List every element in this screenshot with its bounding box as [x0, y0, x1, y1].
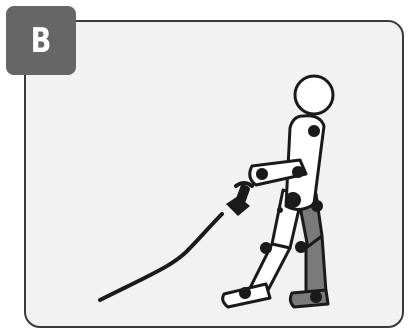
joint-marker — [308, 125, 320, 137]
section-badge: B — [6, 6, 76, 75]
badge-letter: B — [31, 24, 52, 58]
joint-marker — [277, 207, 283, 213]
joint-marker — [311, 200, 323, 212]
nozzle-icon — [226, 183, 252, 216]
joint-marker — [239, 287, 251, 299]
joint-marker — [310, 291, 322, 303]
joint-marker — [295, 241, 307, 253]
hose — [100, 214, 222, 300]
head — [295, 76, 333, 114]
joint-marker — [292, 166, 304, 178]
joint-marker — [285, 192, 301, 208]
joint-marker — [256, 168, 268, 180]
joint-marker — [260, 242, 272, 254]
